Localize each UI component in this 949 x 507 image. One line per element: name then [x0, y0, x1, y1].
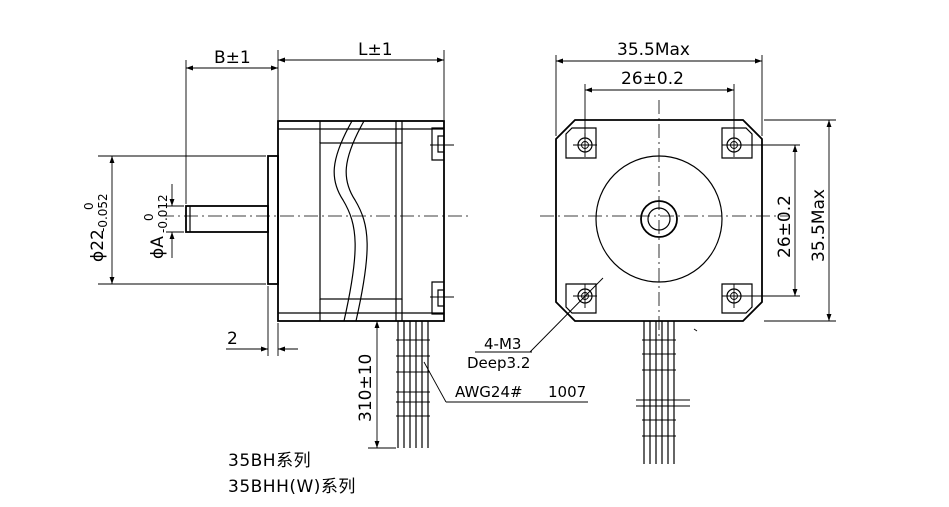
dim-height-max-label: 35.5Max: [809, 189, 829, 262]
wire-spec-code: 1007: [548, 383, 586, 401]
lead-wires-side: [396, 321, 430, 448]
dim-shaft-tol-lower: -0.012: [156, 194, 170, 233]
mount-hole-bl: [573, 284, 597, 308]
front-view: 35.5Max 26±0.2 26±0.2 35.5Max 4-M3 Deep3…: [467, 40, 836, 464]
shaft: [185, 205, 269, 233]
break-line: [333, 120, 356, 322]
lead-wires-front: [636, 321, 698, 464]
dim-l-label: L±1: [358, 40, 393, 60]
dim-flange-tol-upper: 0: [82, 202, 96, 210]
series-note-1: 35BH系列: [228, 451, 312, 471]
wire-spec-awg: AWG24#: [455, 383, 523, 401]
side-view: B±1 L±1 ϕ22 0 -0.052 ϕA 0 -0.012 2: [82, 40, 588, 449]
thread-depth-label: Deep3.2: [467, 354, 530, 372]
dim-hole-spacing-v-label: 26±0.2: [775, 195, 795, 258]
front-shaft-inner: [647, 207, 671, 231]
dim-b-label: B±1: [214, 48, 251, 68]
dim-flange-tol-lower: -0.052: [96, 193, 110, 232]
dim-hole-spacing-h-label: 26±0.2: [621, 69, 684, 89]
dim-flange-thickness-label: 2: [227, 329, 238, 349]
dim-width-max-label: 35.5Max: [617, 40, 690, 60]
stator-section: [319, 142, 403, 300]
flange: [267, 155, 279, 285]
front-shaft-outer: [640, 200, 678, 238]
dim-flange-dia-label: ϕ22: [88, 229, 108, 262]
dim-shaft-dia-label: ϕA: [148, 236, 168, 259]
dim-shaft-tol-upper: 0: [142, 213, 156, 221]
dim-lead-length-label: 310±10: [356, 354, 376, 422]
front-boss: [595, 155, 723, 283]
series-note-2: 35BHH(W)系列: [228, 477, 356, 497]
motor-body: [277, 120, 445, 322]
thread-spec-label: 4-M3: [484, 335, 521, 353]
motor-face: [555, 119, 763, 322]
